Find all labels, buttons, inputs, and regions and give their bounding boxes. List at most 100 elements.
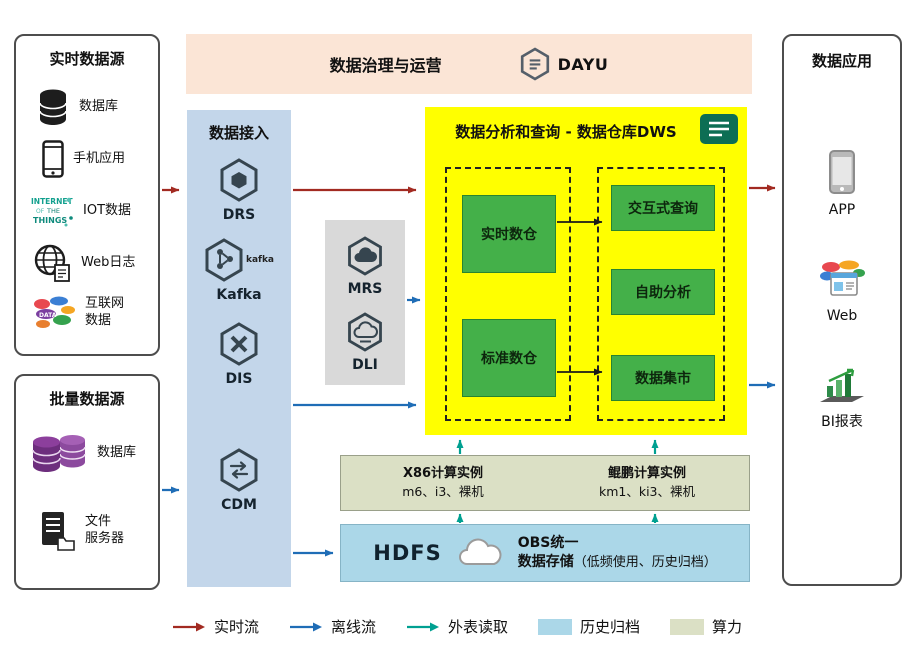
ingestion-item-label: DRS <box>222 207 256 223</box>
obs-line2: 数据存储 <box>517 554 574 570</box>
realtime-flow-arrow-icon <box>172 622 205 631</box>
dws-node-self-service-analysis: 自助分析 <box>611 269 715 315</box>
web-log-icon <box>34 244 70 282</box>
source-item-label: IOT数据 <box>83 202 132 218</box>
archive-swatch <box>538 618 572 635</box>
batch-sources-panel: 批量数据源 数据库 文件 服务器 <box>14 374 160 590</box>
source-item-label: 数据库 <box>79 98 119 114</box>
ingestion-item-drs: DRS <box>187 158 291 223</box>
hdfs-label: HDFS <box>373 541 442 565</box>
middleware-item-label: MRS <box>347 281 383 297</box>
svg-text:THINGS: THINGS <box>33 216 67 225</box>
app-item-bi: BI报表 <box>784 366 900 431</box>
dws-warehouse-group: 实时数仓 标准数仓 <box>445 167 571 421</box>
realtime-sources-title: 实时数据源 <box>49 50 125 68</box>
legend-item-offline: 离线流 <box>289 616 376 637</box>
dli-hexagon-icon <box>348 312 382 352</box>
dws-node-interactive-query: 交互式查询 <box>611 185 715 231</box>
source-item-label: 互联网 数据 <box>85 296 125 328</box>
legend-label: 算力 <box>712 618 743 636</box>
legend-item-archive: 历史归档 <box>538 616 640 637</box>
ingestion-item-dis: DIS <box>187 322 291 387</box>
source-item-internet: DATA 互联网 数据 <box>32 294 124 332</box>
app-item-label: APP <box>828 202 856 218</box>
middleware-item-dli: DLI <box>325 312 405 373</box>
dayu-text: DAYU <box>557 54 609 74</box>
source-item-label: 文件 服务器 <box>85 514 125 546</box>
compute-swatch <box>670 618 705 635</box>
storage-panel: HDFS OBS统一 数据存储（低频使用、历史归档） <box>340 524 750 582</box>
external-read-arrow-icon <box>406 622 439 631</box>
dws-panel: 数据分析和查询 - 数据仓库DWS 实时数仓 标准数仓 交互式查询 自助分析 数… <box>425 107 747 435</box>
dis-hexagon-icon <box>220 322 258 366</box>
legend-label: 实时流 <box>213 618 259 636</box>
ingestion-title: 数据接入 <box>208 124 269 142</box>
middleware-panel: MRS DLI <box>325 220 405 385</box>
app-item-label: BI报表 <box>821 414 863 430</box>
middleware-item-label: DLI <box>352 357 378 373</box>
governance-title: 数据治理与运营 <box>329 56 442 75</box>
compute-panel: X86计算实例 m6、i3、裸机 鲲鹏计算实例 km1、ki3、裸机 <box>340 455 750 511</box>
compute-x86-title: X86计算实例 <box>402 465 484 481</box>
legend-label: 离线流 <box>330 618 376 636</box>
dayu-icon <box>520 47 549 81</box>
source-item-weblog: Web日志 <box>32 242 135 284</box>
source-item-iot: INTERNET OF THE THINGS IOT数据 <box>30 192 131 230</box>
batch-sources-title: 批量数据源 <box>49 390 125 408</box>
legend-item-compute-power: 算力 <box>670 616 742 637</box>
legend: 实时流 离线流 外表读取 历史归档 算力 <box>0 616 914 637</box>
file-server-icon <box>42 512 75 551</box>
source-item-label: 数据库 <box>97 444 137 460</box>
ingestion-panel: 数据接入 DRS kafka Kafka <box>187 110 291 587</box>
middleware-item-mrs: MRS <box>325 236 405 297</box>
source-item-file-server: 文件 服务器 <box>38 510 124 552</box>
compute-x86-subtitle: m6、i3、裸机 <box>402 484 484 500</box>
compute-kunpeng: 鲲鹏计算实例 km1、ki3、裸机 <box>545 456 749 510</box>
compute-kunpeng-title: 鲲鹏计算实例 <box>607 465 686 481</box>
app-item-web: Web <box>784 258 900 325</box>
ingestion-item-label: CDM <box>221 497 257 513</box>
bi-report-icon <box>820 368 864 402</box>
dws-node-realtime-warehouse: 实时数仓 <box>462 195 556 273</box>
compute-kunpeng-subtitle: km1、ki3、裸机 <box>598 484 696 500</box>
kafka-hexagon-icon <box>205 238 243 282</box>
obs-line1: OBS统一 <box>517 535 579 552</box>
realtime-sources-panel: 实时数据源 数据库 手机应用 INTERNET OF THE TH <box>14 34 160 356</box>
legend-item-realtime: 实时流 <box>172 616 259 637</box>
app-item-app: APP <box>784 148 900 219</box>
app-item-label: Web <box>826 308 858 324</box>
svg-text:THE: THE <box>46 207 60 215</box>
governance-banner: 数据治理与运营 DAYU <box>186 34 752 94</box>
dws-title: 数据分析和查询 - 数据仓库DWS <box>455 123 677 141</box>
mrs-hexagon-icon <box>348 236 382 276</box>
svg-text:INTERNET: INTERNET <box>31 197 73 206</box>
obs-note: （低频使用、历史归档） <box>573 555 717 570</box>
source-item-label: Web日志 <box>81 254 136 270</box>
web-app-icon <box>820 260 865 296</box>
svg-text:OF: OF <box>36 208 45 215</box>
dws-doc-icon <box>700 114 738 144</box>
source-item-database: 数据库 <box>36 88 118 126</box>
obs-text: OBS统一 数据存储（低频使用、历史归档） <box>518 534 717 572</box>
svg-text:DATA: DATA <box>39 312 57 319</box>
dws-service-group: 交互式查询 自助分析 数据集市 <box>597 167 725 421</box>
app-phone-icon <box>829 150 855 194</box>
obs-cloud-icon <box>458 538 502 565</box>
ingestion-item-kafka: kafka Kafka <box>187 238 291 303</box>
database-icon <box>39 89 67 125</box>
internet-data-icon: DATA <box>34 296 75 328</box>
source-item-mobile: 手机应用 <box>42 140 125 178</box>
legend-label: 外表读取 <box>447 618 508 636</box>
dayu-logo: DAYU <box>520 47 609 81</box>
iot-icon: INTERNET OF THE THINGS <box>31 197 73 227</box>
compute-x86: X86计算实例 m6、i3、裸机 <box>341 456 545 510</box>
apps-panel: 数据应用 APP Web <box>782 34 902 586</box>
legend-item-external-read: 外表读取 <box>406 616 508 637</box>
database-cluster-icon <box>32 435 86 472</box>
source-item-label: 手机应用 <box>73 150 126 166</box>
ingestion-item-label: Kafka <box>216 287 262 303</box>
ingestion-item-cdm: CDM <box>187 448 291 513</box>
mobile-phone-icon <box>42 140 64 178</box>
ingestion-item-label: DIS <box>225 371 253 387</box>
